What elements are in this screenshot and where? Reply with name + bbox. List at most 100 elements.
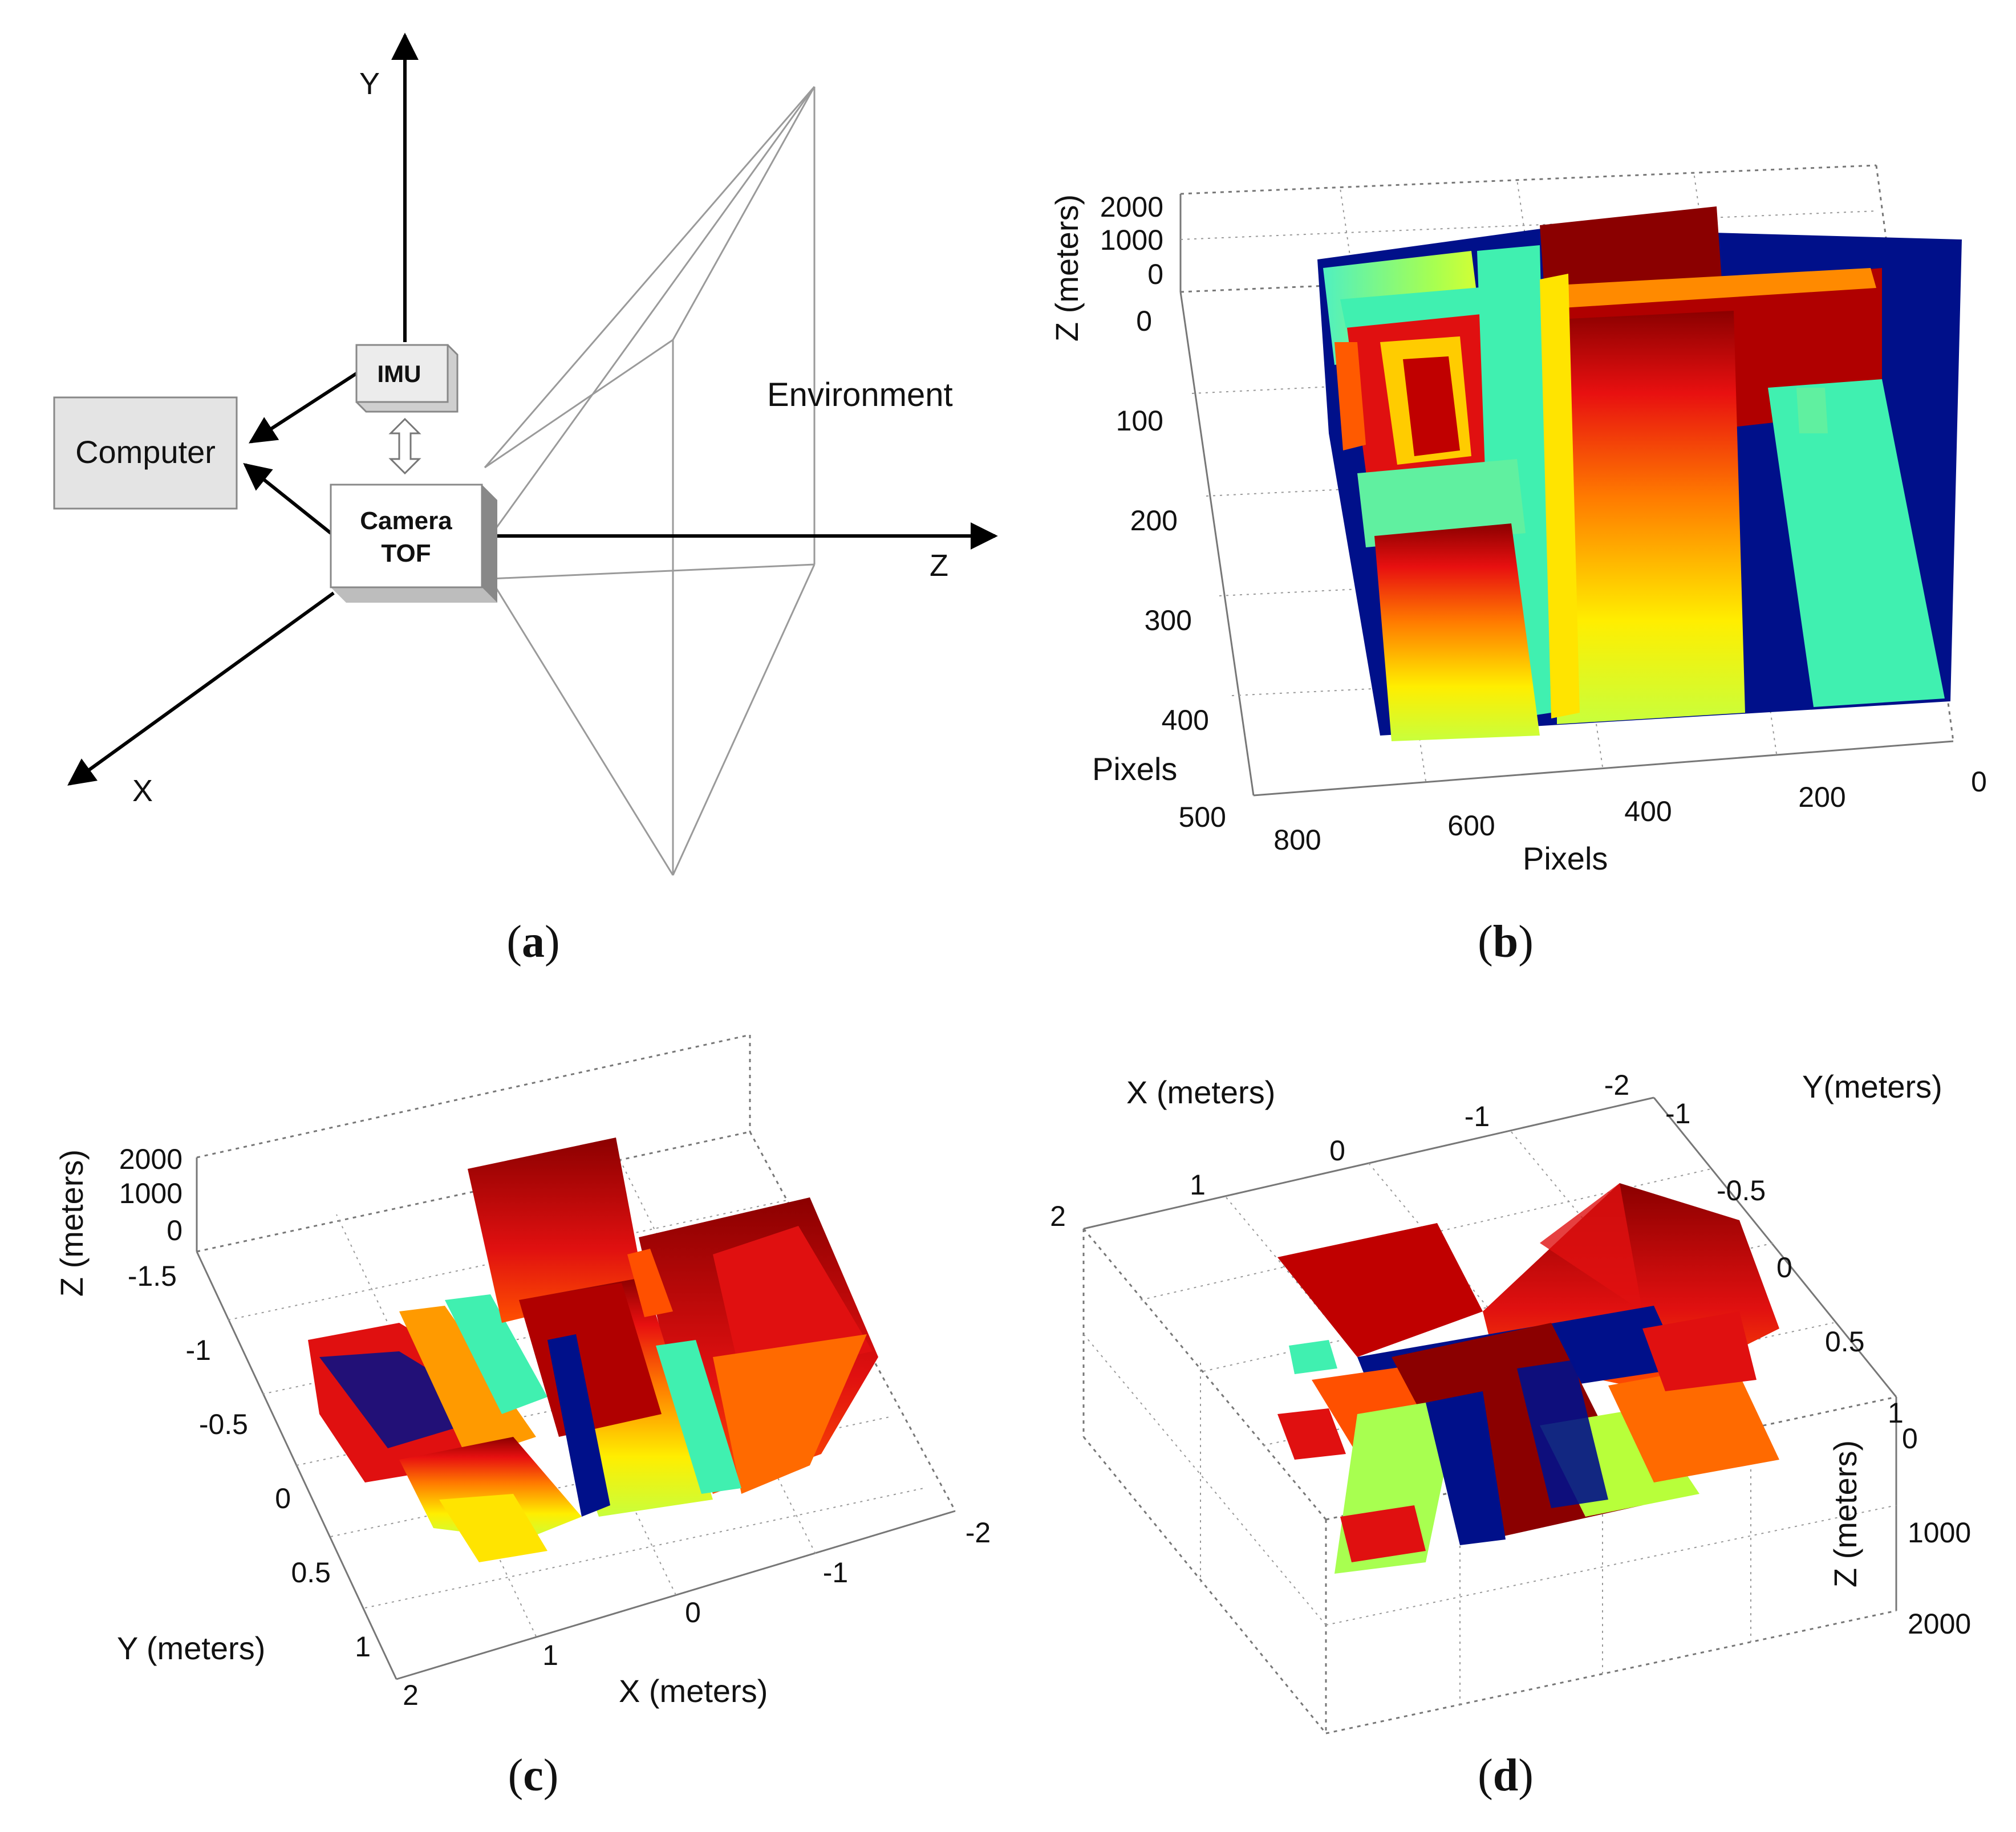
panel-b-y-axis-label: Pixels — [1092, 751, 1177, 787]
panel-d-chart: 2 1 0 -1 -2 -1 -0.5 0 0.5 1 0 1000 2000 … — [1050, 1069, 1971, 1734]
tick-label: 400 — [1624, 795, 1672, 827]
panel-d-point-cloud — [1277, 1183, 1779, 1574]
tick-label: -1.5 — [128, 1260, 177, 1292]
environment-label: Environment — [767, 376, 953, 413]
caption-paren-open: ( — [1478, 917, 1493, 967]
panel-c-y-axis-label: Y (meters) — [117, 1630, 265, 1666]
panel-d-x-ticks: 2 1 0 -1 -2 — [1050, 1069, 1629, 1232]
computer-label: Computer — [75, 434, 216, 470]
axis-label-y: Y — [359, 67, 380, 101]
tick-label: 100 — [1116, 405, 1163, 437]
camera-tof-box: Camera TOF — [330, 484, 497, 603]
tick-label: 2000 — [1100, 191, 1163, 223]
tick-label: 2 — [403, 1679, 419, 1711]
svg-text:(a): (a) — [506, 917, 559, 967]
panel-c-chart: 2000 1000 0 -1.5 -1 -0.5 0 0.5 1 2 1 0 -… — [54, 1034, 991, 1711]
imu-label: IMU — [378, 360, 421, 387]
panel-d-z-axis-label: Z (meters) — [1827, 1440, 1863, 1587]
tick-label: -2 — [1604, 1069, 1629, 1101]
axis-label-x: X — [132, 774, 153, 808]
caption-b: (b) — [1478, 917, 1534, 967]
caption-a: (a) — [506, 917, 559, 967]
tick-label: 1 — [355, 1631, 371, 1663]
camera-label-line1: Camera — [360, 507, 452, 535]
caption-paren-close: ) — [1518, 1750, 1534, 1801]
tick-label: 0 — [275, 1482, 291, 1514]
tick-label: -1 — [1465, 1100, 1490, 1132]
panel-d-x-axis-label: X (meters) — [1126, 1074, 1275, 1110]
panel-b-chart: 2000 1000 0 0 100 200 300 400 500 800 60… — [1049, 164, 1987, 876]
panel-c-x-ticks: 2 1 0 -1 -2 — [403, 1517, 991, 1711]
coordinate-axes — [67, 33, 998, 786]
tick-label: -0.5 — [199, 1408, 248, 1440]
tick-label: 800 — [1273, 824, 1321, 856]
tick-label: 0 — [1329, 1135, 1345, 1167]
tick-label: 0 — [1136, 305, 1152, 337]
computer-box — [53, 396, 238, 510]
caption-d: (d) — [1478, 1750, 1534, 1801]
imu-box: IMU — [355, 344, 459, 413]
view-frustum — [484, 86, 816, 876]
caption-paren-open: ( — [506, 917, 522, 967]
tick-label: 1 — [1888, 1397, 1904, 1429]
panel-d-y-axis-label: Y(meters) — [1802, 1069, 1942, 1104]
caption-c: (c) — [508, 1750, 559, 1801]
tick-label: 0.5 — [1825, 1326, 1865, 1358]
panel-a-diagram: Y Z X Environment Computer IMU Camera TO… — [53, 33, 998, 876]
panel-c-x-axis-label: X (meters) — [619, 1673, 768, 1709]
tick-label: -0.5 — [1717, 1175, 1766, 1207]
panel-c-y-ticks: -1.5 -1 -0.5 0 0.5 1 — [128, 1260, 371, 1663]
caption-paren-close: ) — [543, 1750, 559, 1801]
panel-b-x-axis-label: Pixels — [1523, 840, 1608, 876]
tick-label: 0 — [167, 1214, 182, 1246]
panel-c-z-axis-label: Z (meters) — [54, 1149, 90, 1297]
tick-label: -1 — [186, 1334, 211, 1366]
tick-label: 1000 — [1100, 224, 1163, 256]
panel-b-point-cloud — [1317, 206, 1962, 741]
svg-text:(c): (c) — [508, 1750, 559, 1801]
axis-label-z: Z — [930, 549, 948, 583]
tick-label: 200 — [1130, 505, 1178, 537]
tick-label: 1000 — [1908, 1517, 1971, 1549]
tick-label: 600 — [1447, 810, 1495, 842]
tick-label: 0.5 — [291, 1557, 331, 1589]
tick-label: 1 — [1190, 1169, 1206, 1201]
tick-label: -2 — [966, 1517, 991, 1549]
tick-label: 500 — [1179, 801, 1226, 833]
caption-letter: b — [1493, 917, 1519, 967]
svg-text:(b): (b) — [1478, 917, 1534, 967]
camera-label-line2: TOF — [381, 539, 431, 567]
svg-text:(d): (d) — [1478, 1750, 1534, 1801]
panel-d-y-ticks: -1 -0.5 0 0.5 1 — [1665, 1098, 1904, 1429]
tick-label: 0 — [1776, 1252, 1792, 1283]
tick-label: 400 — [1162, 704, 1209, 736]
caption-paren-open: ( — [508, 1750, 524, 1801]
panel-b-z-ticks: 2000 1000 0 — [1100, 191, 1163, 290]
tick-label: -1 — [823, 1557, 848, 1589]
tick-label: 0 — [685, 1597, 701, 1628]
panel-b-x-ticks: 800 600 400 200 0 — [1273, 766, 1987, 856]
tick-label: 2000 — [119, 1143, 182, 1175]
panel-c-z-ticks: 2000 1000 0 — [119, 1143, 182, 1246]
caption-letter: c — [523, 1750, 543, 1801]
tick-label: 0 — [1147, 258, 1163, 290]
tick-label: 200 — [1798, 781, 1845, 813]
tick-label: 1000 — [119, 1177, 182, 1209]
tick-label: 2000 — [1908, 1608, 1971, 1640]
caption-letter: a — [522, 917, 545, 967]
panel-b-z-axis-label: Z (meters) — [1049, 194, 1085, 342]
tick-label: 0 — [1971, 766, 1987, 798]
caption-paren-open: ( — [1478, 1750, 1493, 1801]
tick-label: 2 — [1050, 1200, 1066, 1232]
caption-letter: d — [1493, 1750, 1519, 1801]
tick-label: 300 — [1145, 604, 1192, 636]
panel-d-z-ticks: 0 1000 2000 — [1902, 1423, 1971, 1640]
caption-paren-close: ) — [1518, 917, 1534, 967]
panel-b-y-ticks: 0 100 200 300 400 500 — [1116, 305, 1226, 833]
tick-label: 0 — [1902, 1423, 1918, 1455]
imu-camera-link-icon — [388, 417, 421, 475]
caption-paren-close: ) — [545, 917, 560, 967]
panel-c-point-cloud — [308, 1138, 878, 1562]
tick-label: 1 — [542, 1639, 558, 1671]
